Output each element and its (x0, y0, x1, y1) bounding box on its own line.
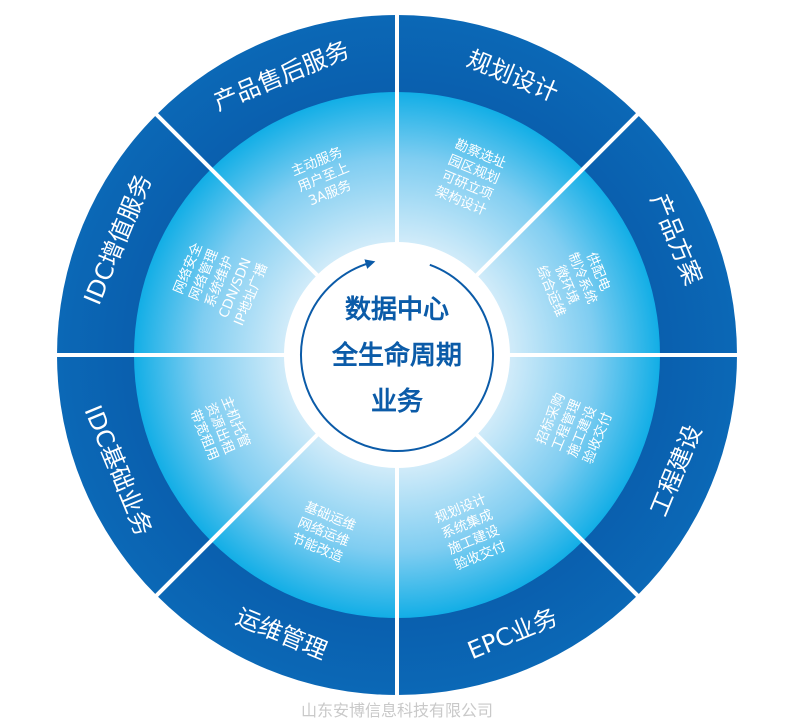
center-title-line-2: 全生命周期 (331, 340, 462, 371)
segment-divider (473, 431, 641, 599)
cycle-arrow-icon (300, 259, 494, 452)
segment-divider (153, 431, 321, 599)
center-disc (284, 242, 510, 468)
segment-divider (153, 111, 321, 279)
center-title-line-3: 业务 (371, 387, 423, 417)
segment-divider (473, 111, 641, 279)
center-title-line-1: 数据中心 (345, 295, 449, 325)
footer-company-name: 山东安博信息科技有限公司 (301, 701, 493, 720)
